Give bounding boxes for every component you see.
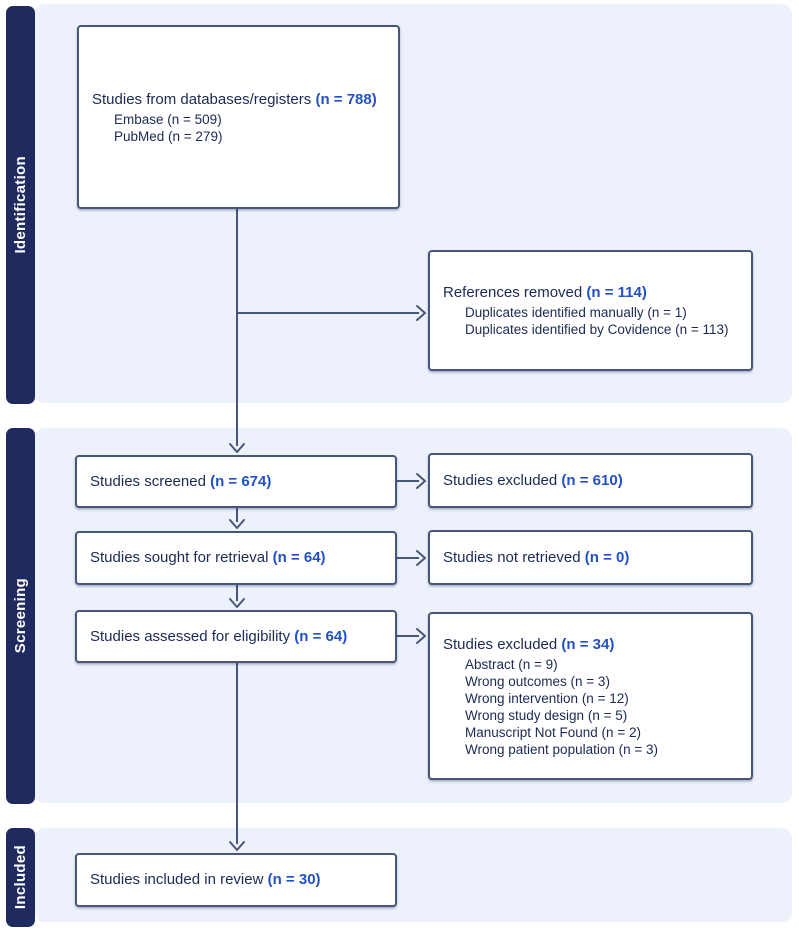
box-count: (n = 34): [561, 635, 615, 653]
box-count: (n = 114): [586, 284, 647, 301]
box-label: Studies screened: [90, 472, 206, 490]
section-bar-identification: Identification: [6, 6, 35, 404]
box-subitem: Duplicates identified by Covidence (n = …: [465, 322, 729, 337]
box-title: Studies from databases/registers (n = 78…: [92, 90, 388, 110]
box-studies-included: Studies included in review (n = 30): [75, 853, 397, 907]
box-count: (n = 0): [584, 548, 630, 566]
box-studies-not-retrieved: Studies not retrieved (n = 0): [428, 530, 753, 585]
box-count: (n = 788): [315, 90, 377, 108]
box-title: Studies not retrieved (n = 0): [443, 548, 741, 568]
box-count: (n = 610): [561, 471, 623, 489]
box-title: References removed (n = 114): [443, 283, 741, 303]
box-label: Studies included in review: [90, 871, 264, 888]
box-label: Studies assessed for eligibility: [90, 627, 291, 645]
box-count: (n = 64): [294, 627, 348, 645]
box-subitem: Wrong intervention (n = 12): [465, 690, 629, 706]
box-label: Studies sought for retrieval: [90, 549, 269, 566]
section-bar-included: Included: [6, 828, 35, 927]
box-label: Studies excluded: [443, 635, 558, 653]
box-label: Studies from databases/registers: [92, 90, 312, 108]
box-studies-screened: Studies screened (n = 674): [75, 455, 397, 508]
box-title: Studies sought for retrieval (n = 64): [90, 548, 385, 568]
box-count: (n = 674): [210, 472, 272, 490]
section-label-identification: Identification: [12, 156, 29, 254]
box-subitem: Wrong study design (n = 5): [465, 707, 628, 723]
box-title: Studies assessed for eligibility (n = 64…: [90, 627, 385, 647]
box-title: Studies excluded (n = 34): [443, 635, 741, 655]
box-title: Studies included in review (n = 30): [90, 870, 385, 890]
box-title: Studies screened (n = 674): [90, 472, 385, 492]
box-subitem: Manuscript Not Found (n = 2): [465, 724, 641, 740]
box-label: Studies excluded: [443, 471, 558, 489]
box-subitem: Wrong patient population (n = 3): [465, 741, 659, 757]
box-references-removed: References removed (n = 114) Duplicates …: [428, 250, 753, 371]
box-label: References removed: [443, 284, 583, 301]
box-subitem: PubMed (n = 279): [114, 128, 223, 144]
box-studies-excluded-screening: Studies excluded (n = 610): [428, 453, 753, 508]
box-title: Studies excluded (n = 610): [443, 471, 741, 491]
section-label-screening: Screening: [12, 578, 29, 654]
box-count: (n = 64): [272, 549, 326, 566]
box-count: (n = 30): [267, 871, 321, 888]
section-label-included: Included: [12, 845, 29, 910]
box-studies-excluded-eligibility: Studies excluded (n = 34) Abstract (n = …: [428, 612, 753, 780]
box-studies-sought: Studies sought for retrieval (n = 64): [75, 531, 397, 585]
box-subitem: Duplicates identified manually (n = 1): [465, 305, 687, 320]
box-subitem: Wrong outcomes (n = 3): [465, 673, 610, 689]
box-subitem: Abstract (n = 9): [465, 656, 558, 672]
box-studies-from-databases: Studies from databases/registers (n = 78…: [77, 25, 400, 209]
section-bar-screening: Screening: [6, 428, 35, 804]
box-studies-assessed: Studies assessed for eligibility (n = 64…: [75, 610, 397, 663]
box-label: Studies not retrieved: [443, 548, 581, 566]
box-subitem: Embase (n = 509): [114, 111, 222, 127]
